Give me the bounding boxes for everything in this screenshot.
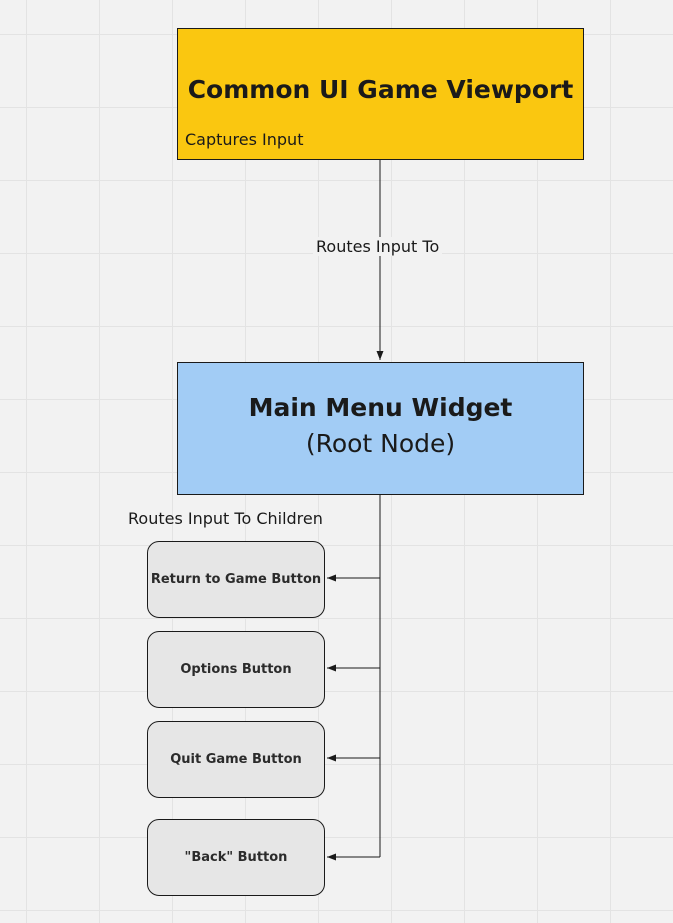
main-menu-widget-node[interactable]: Main Menu Widget (Root Node) (177, 362, 584, 495)
routes-input-to-children-label: Routes Input To Children (128, 509, 323, 528)
menu-node-title: Main Menu Widget (248, 393, 513, 422)
routes-input-to-label: Routes Input To (313, 237, 443, 256)
quit-game-button-node[interactable]: Quit Game Button (147, 721, 325, 798)
common-ui-game-viewport-node[interactable]: Common UI Game Viewport Captures Input (177, 28, 584, 160)
return-to-game-button-node[interactable]: Return to Game Button (147, 541, 325, 618)
options-button-node[interactable]: Options Button (147, 631, 325, 708)
menu-node-subtitle: (Root Node) (305, 429, 456, 458)
viewport-node-title: Common UI Game Viewport (187, 75, 574, 104)
back-button-node[interactable]: "Back" Button (147, 819, 325, 896)
viewport-node-note: Captures Input (185, 130, 304, 149)
